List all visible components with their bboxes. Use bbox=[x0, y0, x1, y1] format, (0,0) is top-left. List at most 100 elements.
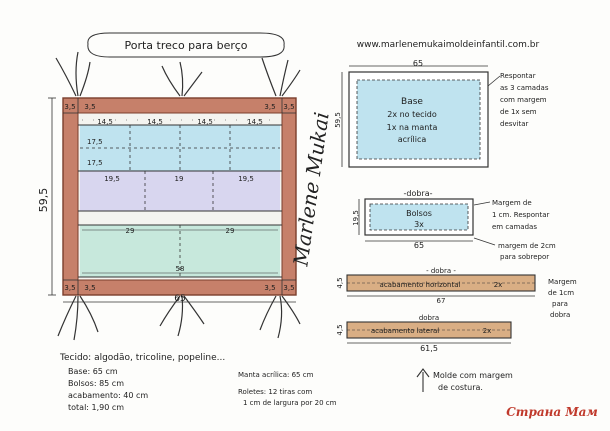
corner-label: 3,5 bbox=[264, 103, 275, 111]
tie-string bbox=[159, 295, 181, 327]
strip-lateral-width: 61,5 bbox=[420, 344, 438, 353]
tie-string bbox=[55, 57, 77, 97]
tie-string bbox=[261, 57, 277, 97]
tie-string bbox=[179, 61, 184, 97]
corner-label: 3,5 bbox=[264, 284, 275, 292]
tie-string bbox=[75, 51, 79, 97]
base-note-line: as 3 camadas bbox=[500, 84, 549, 92]
strip-horizontal-label: acabamento horizontal bbox=[380, 281, 461, 289]
strip-lateral-label: acabamento lateral bbox=[371, 327, 439, 335]
middle-row-label: 19,5 bbox=[238, 175, 254, 183]
base-label-line: 1x na manta bbox=[387, 123, 438, 132]
tie-string bbox=[79, 295, 99, 333]
corner-label: 3,5 bbox=[283, 284, 294, 292]
row-height-label: 17,5 bbox=[87, 138, 103, 146]
bolsos-inner bbox=[369, 203, 469, 231]
base-label-line: acrílica bbox=[398, 135, 427, 144]
base-label-line: 2x no tecido bbox=[387, 110, 437, 119]
base-piece: 65 59,5 Base 2x no tecido 1x na manta ac… bbox=[334, 59, 549, 168]
strip-horizontal-note-line: para bbox=[552, 300, 568, 308]
bolsos-note-a-line: em camadas bbox=[492, 223, 537, 231]
strip-lateral-height: 4,5 bbox=[336, 324, 344, 335]
strip-horizontal-height: 4,5 bbox=[336, 277, 344, 288]
width-label: 65 bbox=[174, 294, 185, 304]
bolsos-note-b-line: margem de 2cm bbox=[498, 242, 556, 250]
tie-string bbox=[79, 61, 91, 97]
material-line: total: 1,90 cm bbox=[68, 403, 124, 412]
bolsos-height-label: 19,5 bbox=[352, 210, 360, 226]
base-width-label: 65 bbox=[413, 59, 423, 68]
material-line: Bolsos: 85 cm bbox=[68, 379, 124, 388]
tie-string bbox=[73, 295, 79, 341]
strip-lateral: dobra acabamento lateral 2x 4,5 61,5 bbox=[336, 314, 512, 353]
top-row-label: 14,5 bbox=[147, 118, 163, 126]
page-title: Porta treco para berço bbox=[125, 39, 248, 52]
top-row-label: 14,5 bbox=[247, 118, 263, 126]
molde-note-line: de costura. bbox=[438, 383, 483, 392]
roletes-line: 1 cm de largura por 20 cm bbox=[243, 399, 337, 407]
material-line: Base: 65 cm bbox=[68, 367, 118, 376]
bottom-width-label: 58 bbox=[176, 265, 185, 273]
strip-horizontal-note-line: dobra bbox=[550, 311, 570, 319]
tecido-line: Tecido: algodão, tricoline, popeline... bbox=[59, 353, 225, 363]
molde-note-line: Molde com margem bbox=[433, 371, 513, 380]
bolsos-dobra-label: -dobra- bbox=[403, 189, 432, 198]
lower-row-label: 29 bbox=[226, 227, 235, 235]
tie-string bbox=[183, 71, 203, 97]
bolsos-label-line: Bolsos bbox=[406, 209, 432, 218]
bolsos-note-b-line: para sobrepor bbox=[500, 253, 549, 261]
pocket-row-middle bbox=[80, 171, 280, 211]
strip-lateral-dobra: dobra bbox=[419, 314, 439, 322]
width-dimension: 65 bbox=[63, 294, 296, 304]
tie-string bbox=[183, 295, 205, 325]
corner-label: 3,5 bbox=[84, 103, 95, 111]
base-note-line: desvitar bbox=[500, 120, 529, 128]
corner-label: 3,5 bbox=[283, 103, 294, 111]
watermark: Страна Мам bbox=[506, 405, 598, 419]
bolsos-label-line: 3x bbox=[414, 220, 424, 229]
strip-horizontal-dobra: - dobra - bbox=[426, 267, 456, 275]
materials-notes: Tecido: algodão, tricoline, popeline... … bbox=[59, 353, 337, 412]
strip-horizontal: - dobra - acabamento horizontal 2x 4,5 6… bbox=[336, 267, 577, 319]
molde-note: Molde com margem de costura. bbox=[416, 368, 513, 392]
bolsos-note-a-line: Margem de bbox=[492, 199, 532, 207]
bolsos-piece: -dobra- 19,5 Bolsos 3x 65 Margem de 1 cm… bbox=[352, 189, 556, 261]
manta-line: Manta acrílica: 65 cm bbox=[238, 371, 314, 379]
tie-string bbox=[279, 59, 289, 97]
strip-horizontal-note-line: Margem bbox=[548, 278, 577, 286]
website-url: www.marlenemukaimoldeinfantil.com.br bbox=[357, 40, 540, 50]
tie-string bbox=[259, 295, 277, 331]
lower-row-label: 29 bbox=[126, 227, 135, 235]
corner-label: 3,5 bbox=[64, 284, 75, 292]
tie-strings bbox=[55, 51, 301, 341]
title-bubble: Porta treco para berço bbox=[87, 32, 285, 58]
base-height-label: 59,5 bbox=[334, 112, 342, 128]
middle-row-label: 19,5 bbox=[104, 175, 120, 183]
material-line: acabamento: 40 cm bbox=[68, 391, 148, 400]
height-label: 59,5 bbox=[37, 188, 50, 213]
strip-horizontal-count: 2x bbox=[494, 281, 503, 289]
base-note-line: com margem bbox=[500, 96, 547, 104]
tie-string bbox=[277, 295, 283, 339]
bolsos-width-label: 65 bbox=[414, 241, 424, 250]
corner-label: 3,5 bbox=[64, 103, 75, 111]
tie-string bbox=[57, 295, 77, 337]
roletes-line: Roletes: 12 tiras com bbox=[238, 388, 312, 396]
top-row-label: 14,5 bbox=[97, 118, 113, 126]
row-height-label: 17,5 bbox=[87, 159, 103, 167]
base-note-line: Respontar bbox=[500, 72, 536, 80]
tie-string bbox=[161, 65, 181, 97]
strip-horizontal-note-line: de 1cm bbox=[548, 289, 574, 297]
base-inner bbox=[356, 79, 481, 160]
middle-row-label: 19 bbox=[175, 175, 184, 183]
tie-string bbox=[281, 69, 301, 97]
height-dimension: 59,5 bbox=[37, 97, 56, 296]
corner-label: 3,5 bbox=[84, 284, 95, 292]
base-note-line: de 1x sem bbox=[500, 108, 537, 116]
tie-string bbox=[281, 295, 301, 325]
strip-lateral-count: 2x bbox=[483, 327, 492, 335]
main-pattern: 3,5 3,5 3,5 3,5 3,5 3,5 3,5 3,5 14,5 14,… bbox=[62, 97, 297, 296]
bolsos-note-a-line: 1 cm. Respontar bbox=[492, 211, 549, 219]
